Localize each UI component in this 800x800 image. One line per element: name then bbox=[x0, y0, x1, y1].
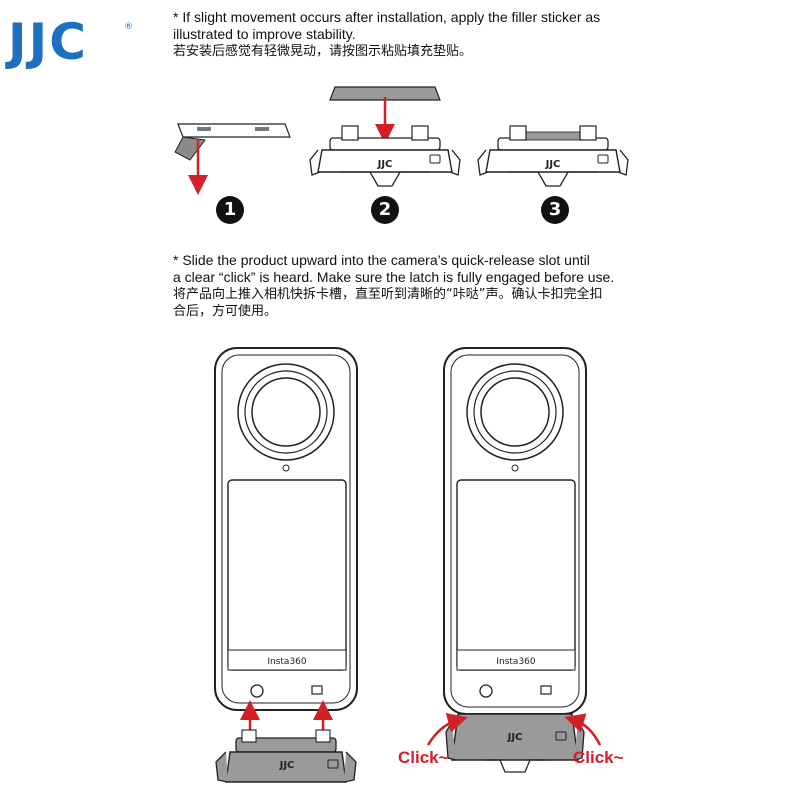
install-instruction-en-1: * Slide the product upward into the came… bbox=[173, 252, 590, 268]
mode-button-icon bbox=[540, 685, 552, 695]
step2-apply-illustration: JJC bbox=[309, 86, 461, 187]
sticker-instruction-en-2: illustrated to improve stability. bbox=[173, 26, 356, 42]
jjc-logo: JJC ® bbox=[8, 13, 133, 71]
sticker-instruction: * If slight movement occurs after instal… bbox=[173, 9, 693, 60]
step1-sticker-illustration bbox=[174, 123, 291, 195]
step-number-2: 2 bbox=[371, 196, 399, 224]
step-number-1: 1 bbox=[216, 196, 244, 224]
step3-finished-illustration: JJC bbox=[477, 125, 629, 187]
step-number-3: 3 bbox=[541, 196, 569, 224]
mount-logo-step2: JJC bbox=[377, 159, 393, 170]
red-arrow-icon bbox=[426, 713, 468, 746]
sticker-instruction-en-1: * If slight movement occurs after instal… bbox=[173, 9, 601, 25]
shutter-button-icon bbox=[479, 684, 493, 698]
shutter-button-icon bbox=[250, 684, 264, 698]
click-label-left: Click~ bbox=[398, 748, 449, 767]
install-instruction-en-2: a clear “click” is heard. Make sure the … bbox=[173, 269, 615, 285]
mount-logo-left: JJC bbox=[279, 760, 295, 771]
camera-brand-right: Insta360 bbox=[496, 657, 536, 667]
mode-button-icon bbox=[311, 685, 323, 695]
install-instruction: * Slide the product upward into the came… bbox=[173, 252, 693, 320]
camera-brand-left: Insta360 bbox=[267, 657, 307, 667]
install-instruction-cn-2: 合后，方可使用。 bbox=[173, 304, 278, 319]
camera-left-illustration: Insta360 JJC bbox=[214, 347, 358, 783]
click-label-right: Click~ bbox=[573, 748, 624, 767]
mount-logo-right: JJC bbox=[507, 732, 523, 743]
camera-right-illustration: Insta360 JJC bbox=[426, 347, 602, 773]
registered-mark: ® bbox=[124, 22, 133, 32]
install-instruction-cn-1: 将产品向上推入相机快拆卡槽，直至听到清晰的“咔哒”声。确认卡扣完全扣 bbox=[173, 287, 603, 302]
sticker-instruction-cn: 若安装后感觉有轻微晃动，请按图示粘贴填充垫贴。 bbox=[173, 44, 473, 59]
mount-logo-step3: JJC bbox=[545, 159, 561, 170]
logo-text: JJC bbox=[8, 13, 88, 71]
red-arrow-icon bbox=[564, 713, 602, 746]
